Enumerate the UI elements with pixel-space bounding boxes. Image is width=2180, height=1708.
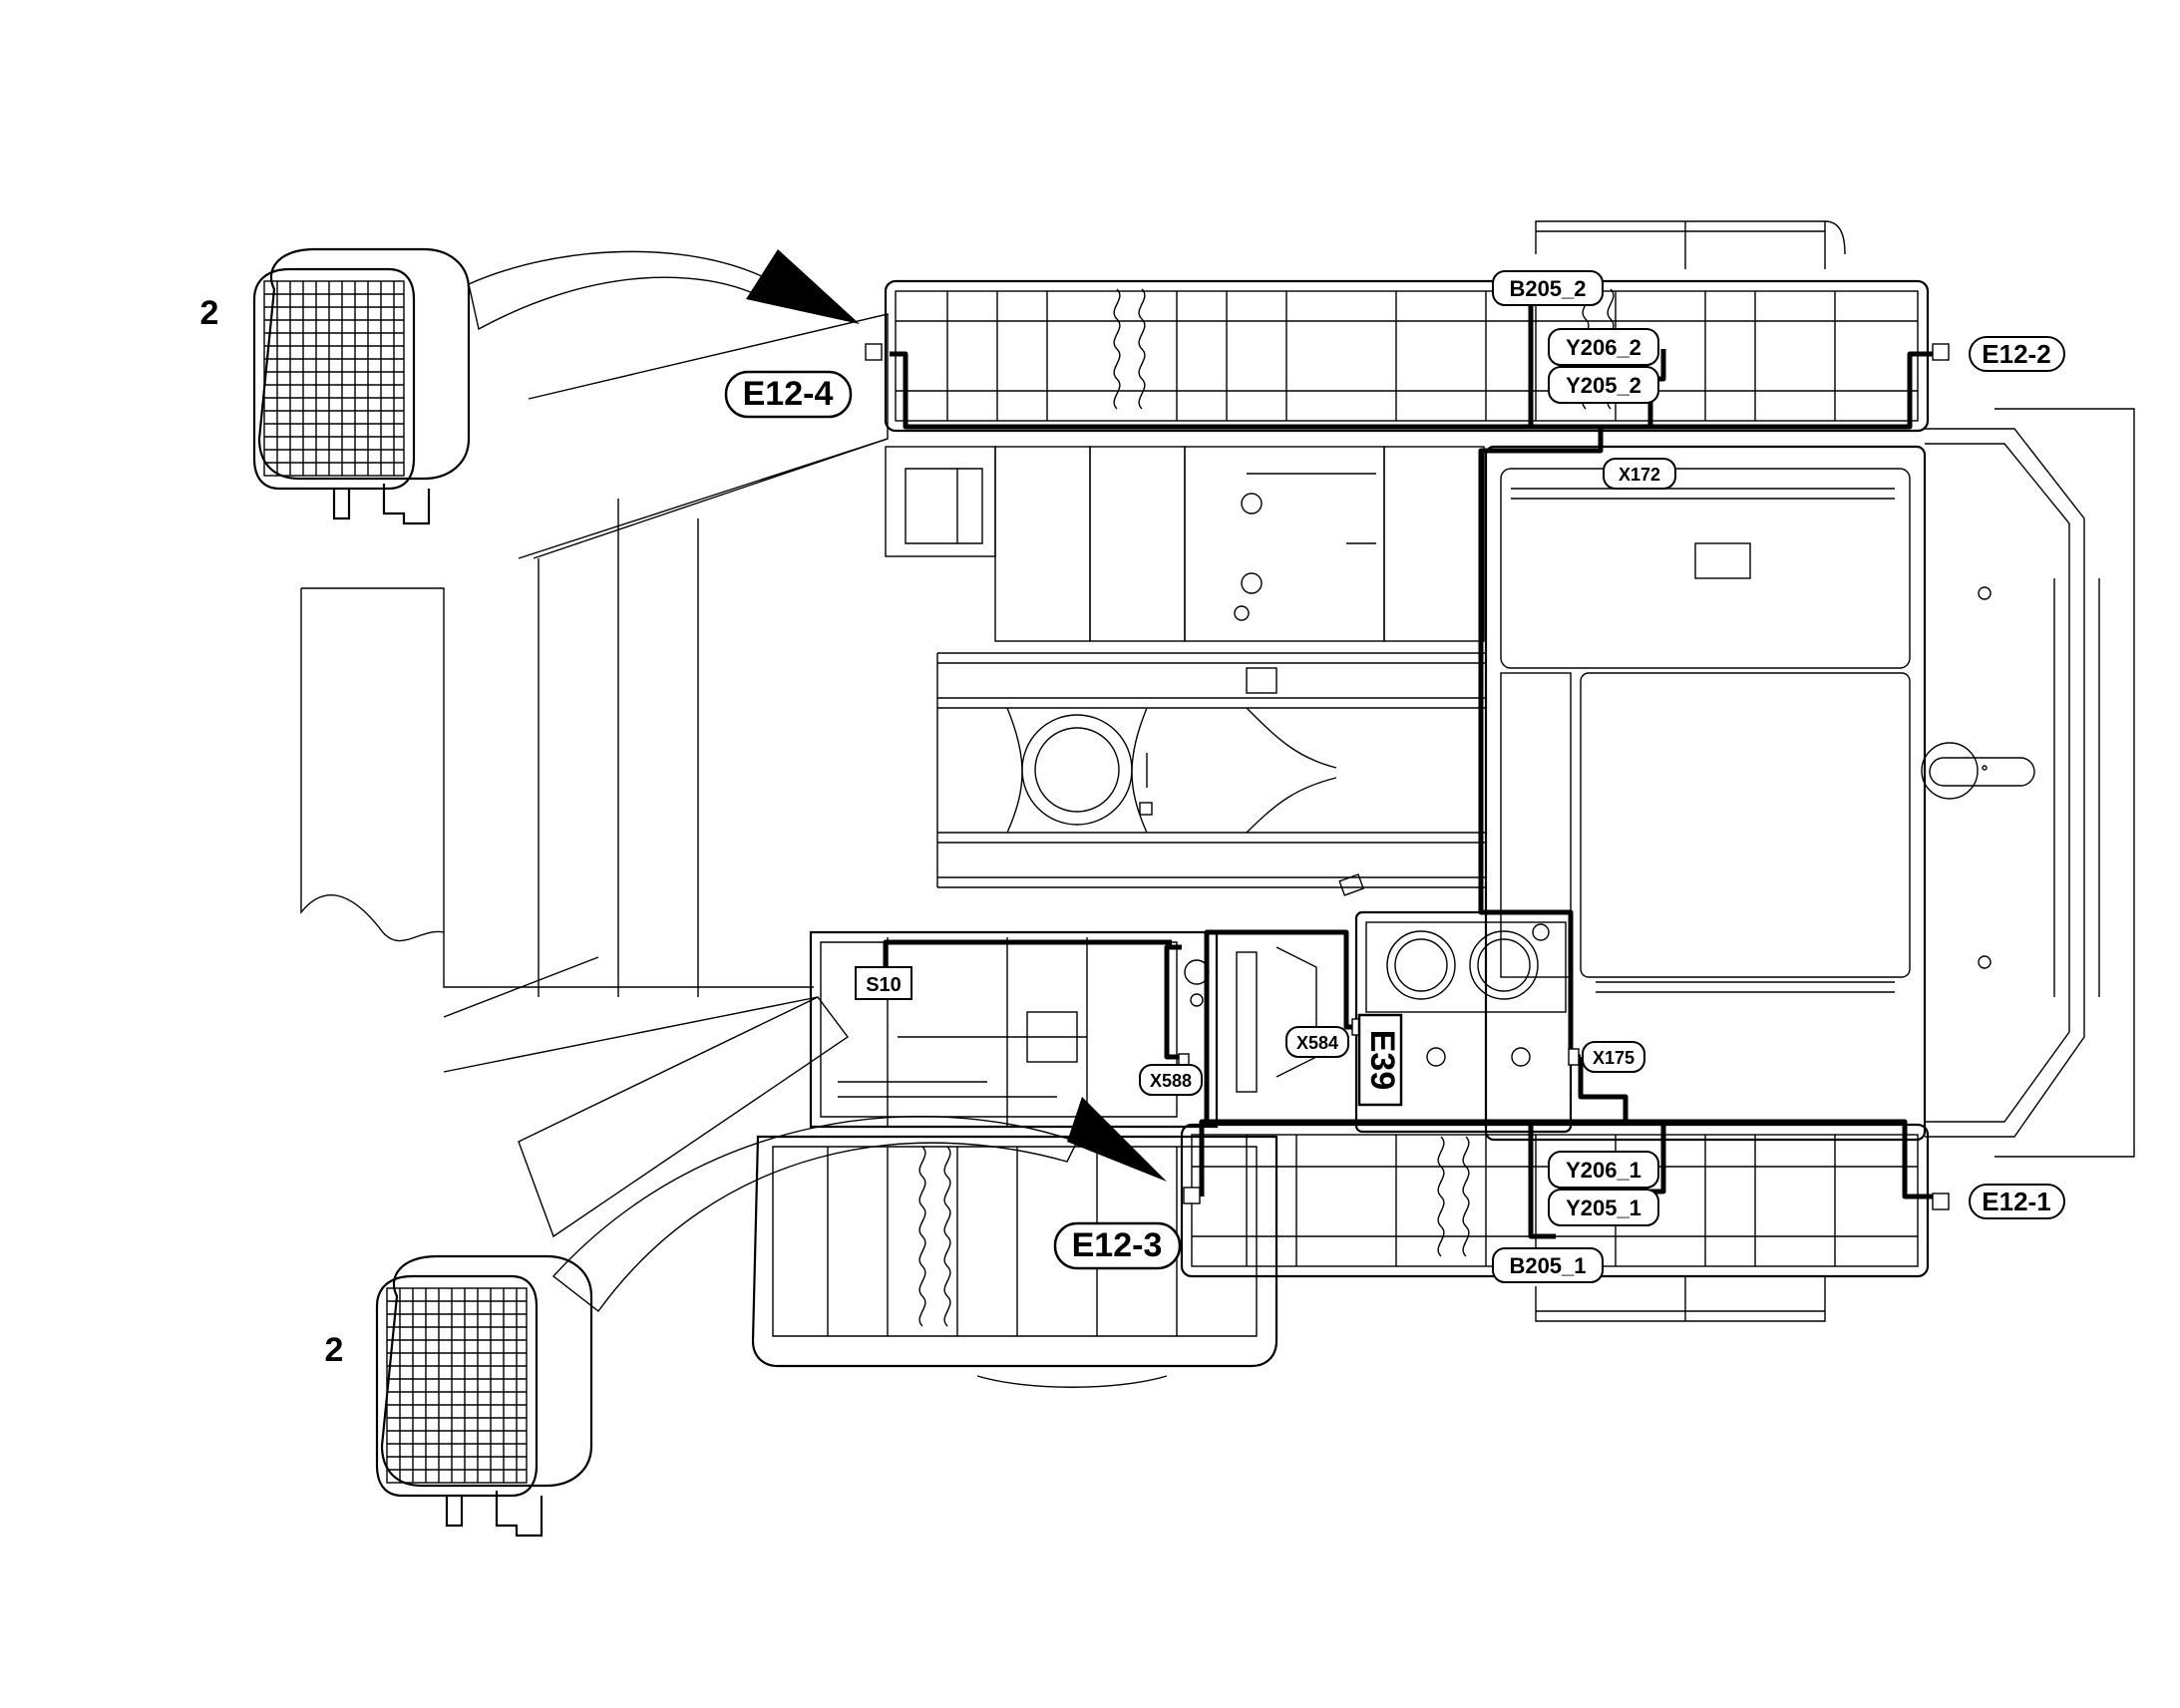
svg-text:E12-2: E12-2 — [1982, 339, 2050, 369]
svg-text:E39: E39 — [1363, 1030, 1401, 1091]
svg-text:S10: S10 — [866, 974, 902, 996]
label-y205-1: Y205_1 — [1548, 1189, 1659, 1226]
label-e39: E39 — [1357, 1013, 1403, 1107]
label-e12-2: E12-2 — [1969, 336, 2065, 372]
svg-text:X588: X588 — [1150, 1071, 1192, 1091]
label-b205-2: B205_2 — [1492, 270, 1604, 306]
label-e12-4: E12-4 — [724, 370, 853, 419]
label-s10: S10 — [855, 966, 912, 1000]
svg-text:B205_1: B205_1 — [1509, 1253, 1586, 1278]
svg-text:X584: X584 — [1296, 1033, 1338, 1053]
label-x175: X175 — [1582, 1041, 1645, 1073]
svg-text:Y206_2: Y206_2 — [1566, 335, 1641, 360]
svg-text:Y205_1: Y205_1 — [1566, 1196, 1641, 1220]
label-y205-2: Y205_2 — [1548, 366, 1659, 404]
pointer-arrow-icon — [468, 249, 860, 331]
svg-text:E12-3: E12-3 — [1072, 1226, 1163, 1264]
label-x172: X172 — [1603, 458, 1676, 490]
label-x588: X588 — [1139, 1064, 1203, 1096]
machine-outline — [300, 220, 2135, 1388]
label-b205-1: B205_1 — [1492, 1247, 1604, 1283]
work-light-icon — [375, 1254, 593, 1537]
item-number-top: 2 — [200, 294, 219, 332]
svg-text:B205_2: B205_2 — [1509, 276, 1586, 301]
pointer-arrow-icon — [551, 1097, 1167, 1312]
label-y206-1: Y206_1 — [1548, 1151, 1659, 1189]
work-light-icon — [252, 247, 471, 525]
svg-text:E12-1: E12-1 — [1982, 1187, 2050, 1216]
svg-text:X175: X175 — [1593, 1048, 1635, 1068]
label-y206-2: Y206_2 — [1548, 328, 1659, 366]
svg-text:E12-4: E12-4 — [743, 375, 834, 413]
item-number-bottom: 2 — [325, 1331, 344, 1369]
label-x584: X584 — [1285, 1026, 1349, 1058]
svg-text:Y206_1: Y206_1 — [1566, 1158, 1641, 1183]
label-e12-3: E12-3 — [1053, 1221, 1182, 1270]
svg-text:Y205_2: Y205_2 — [1566, 373, 1641, 398]
connector-points — [865, 343, 1950, 1210]
label-e12-1: E12-1 — [1969, 1184, 2065, 1219]
svg-text:X172: X172 — [1619, 465, 1660, 485]
